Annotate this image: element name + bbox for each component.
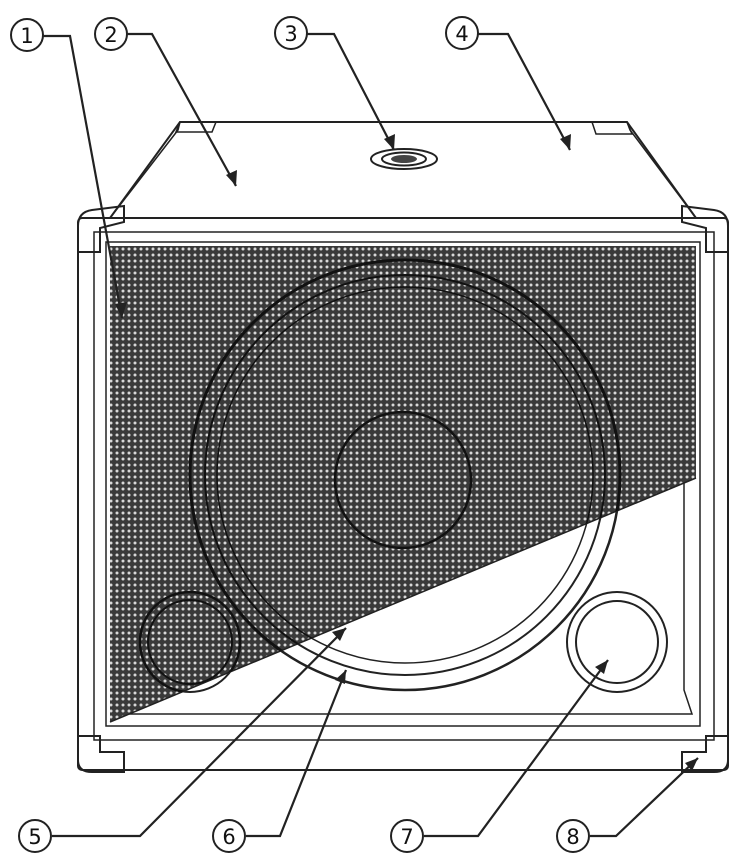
callout-8-number: 8 xyxy=(566,825,579,849)
bass-port xyxy=(566,591,668,693)
callout-3-number: 3 xyxy=(284,22,297,46)
cabinet-front-frame xyxy=(77,217,729,771)
cabinet-top xyxy=(108,121,698,219)
front-grille xyxy=(109,246,697,723)
callout-2: 2 xyxy=(94,17,128,51)
callout-1-number: 1 xyxy=(20,24,33,48)
callout-4: 4 xyxy=(445,16,479,50)
leader-lines xyxy=(42,32,699,838)
callout-3: 3 xyxy=(274,16,308,50)
callout-7-number: 7 xyxy=(400,825,413,849)
callout-4-number: 4 xyxy=(455,22,468,46)
corner-protector xyxy=(681,735,729,773)
front-corner-protectors xyxy=(77,204,729,773)
callout-2-number: 2 xyxy=(104,23,117,47)
pole-mount-socket xyxy=(370,148,438,170)
callouts: 1 2 3 4 5 6 7 8 xyxy=(10,16,590,853)
callout-6: 6 xyxy=(212,819,246,853)
callout-6-number: 6 xyxy=(222,825,235,849)
callout-5: 5 xyxy=(18,819,52,853)
callout-8: 8 xyxy=(556,819,590,853)
callout-5-number: 5 xyxy=(28,825,41,849)
callout-1: 1 xyxy=(10,18,44,52)
callout-7: 7 xyxy=(390,819,424,853)
